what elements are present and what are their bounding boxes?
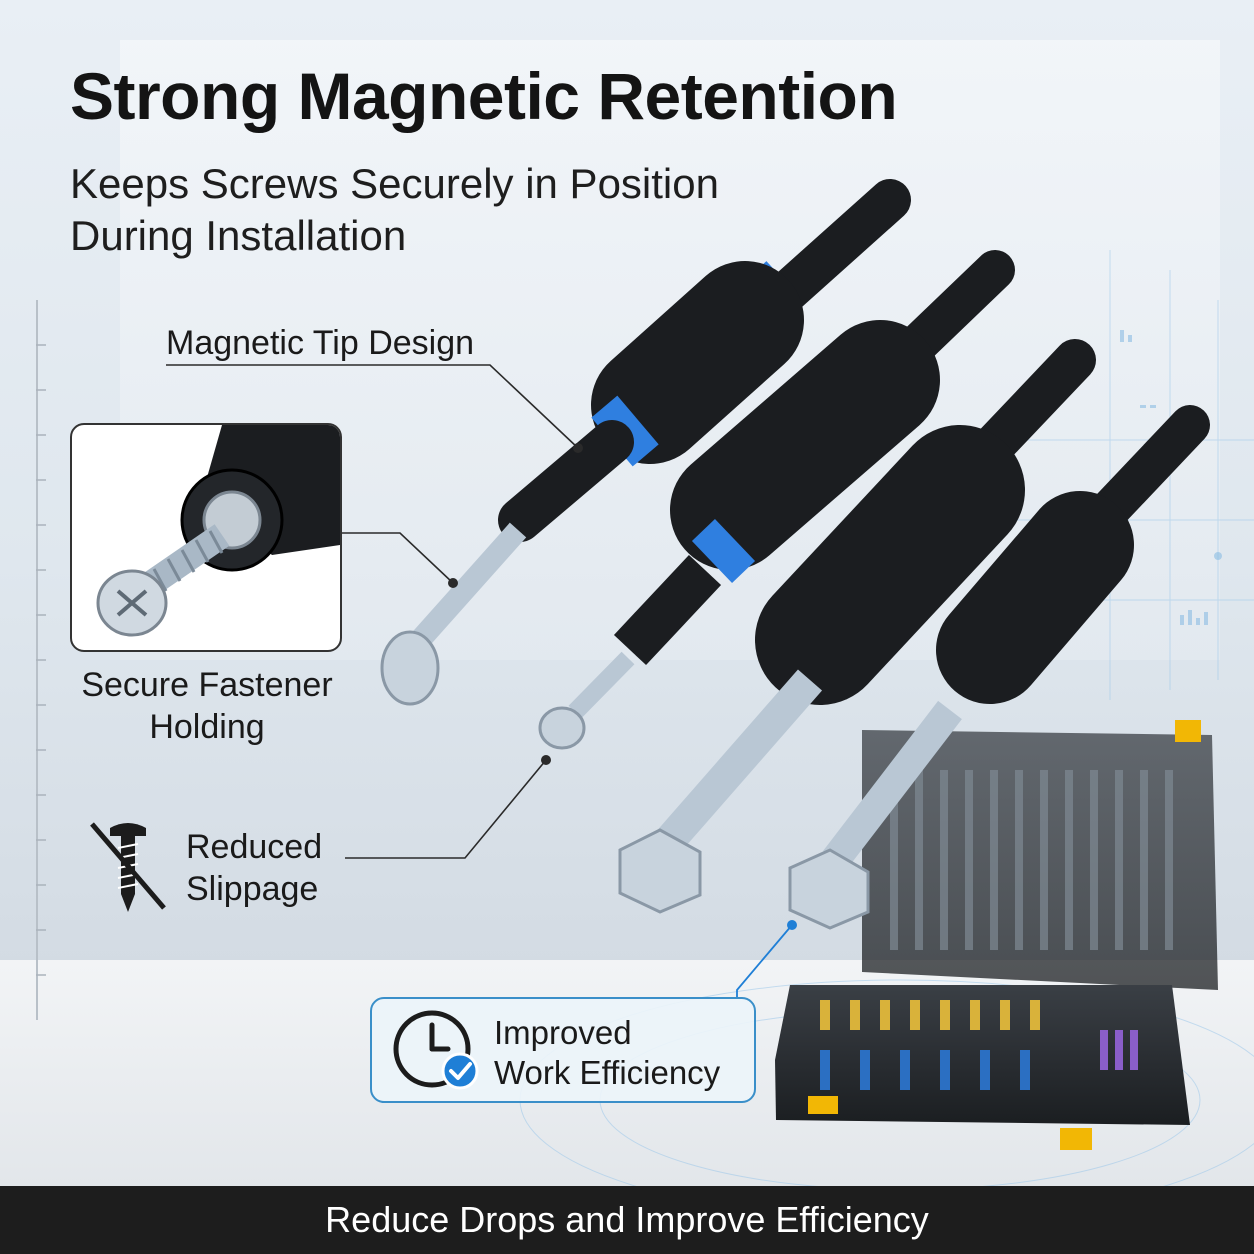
efficiency-text: Improved Work Efficiency xyxy=(494,1013,720,1093)
callout-reduced-slippage: Reduced Slippage xyxy=(186,828,323,908)
screw-closeup-illustration xyxy=(96,425,340,637)
efficiency-callout: Improved Work Efficiency xyxy=(370,997,756,1103)
callout-secure-fastener: Secure Fastener Holding xyxy=(81,666,333,746)
footer-text: Reduce Drops and Improve Efficiency xyxy=(325,1199,929,1240)
footer-banner: Reduce Drops and Improve Efficiency xyxy=(0,1186,1254,1254)
subheadline: Keeps Screws Securely in Position During… xyxy=(70,160,719,259)
fastener-detail-inset xyxy=(70,423,342,652)
efficiency-line-1: Improved xyxy=(494,1014,632,1051)
crossed-screw-icon xyxy=(90,822,166,912)
callout-magnetic-tip: Magnetic Tip Design xyxy=(166,324,475,362)
clock-check-icon xyxy=(393,1010,479,1090)
efficiency-line-2: Work Efficiency xyxy=(494,1054,721,1091)
headline: Strong Magnetic Retention xyxy=(70,59,898,133)
